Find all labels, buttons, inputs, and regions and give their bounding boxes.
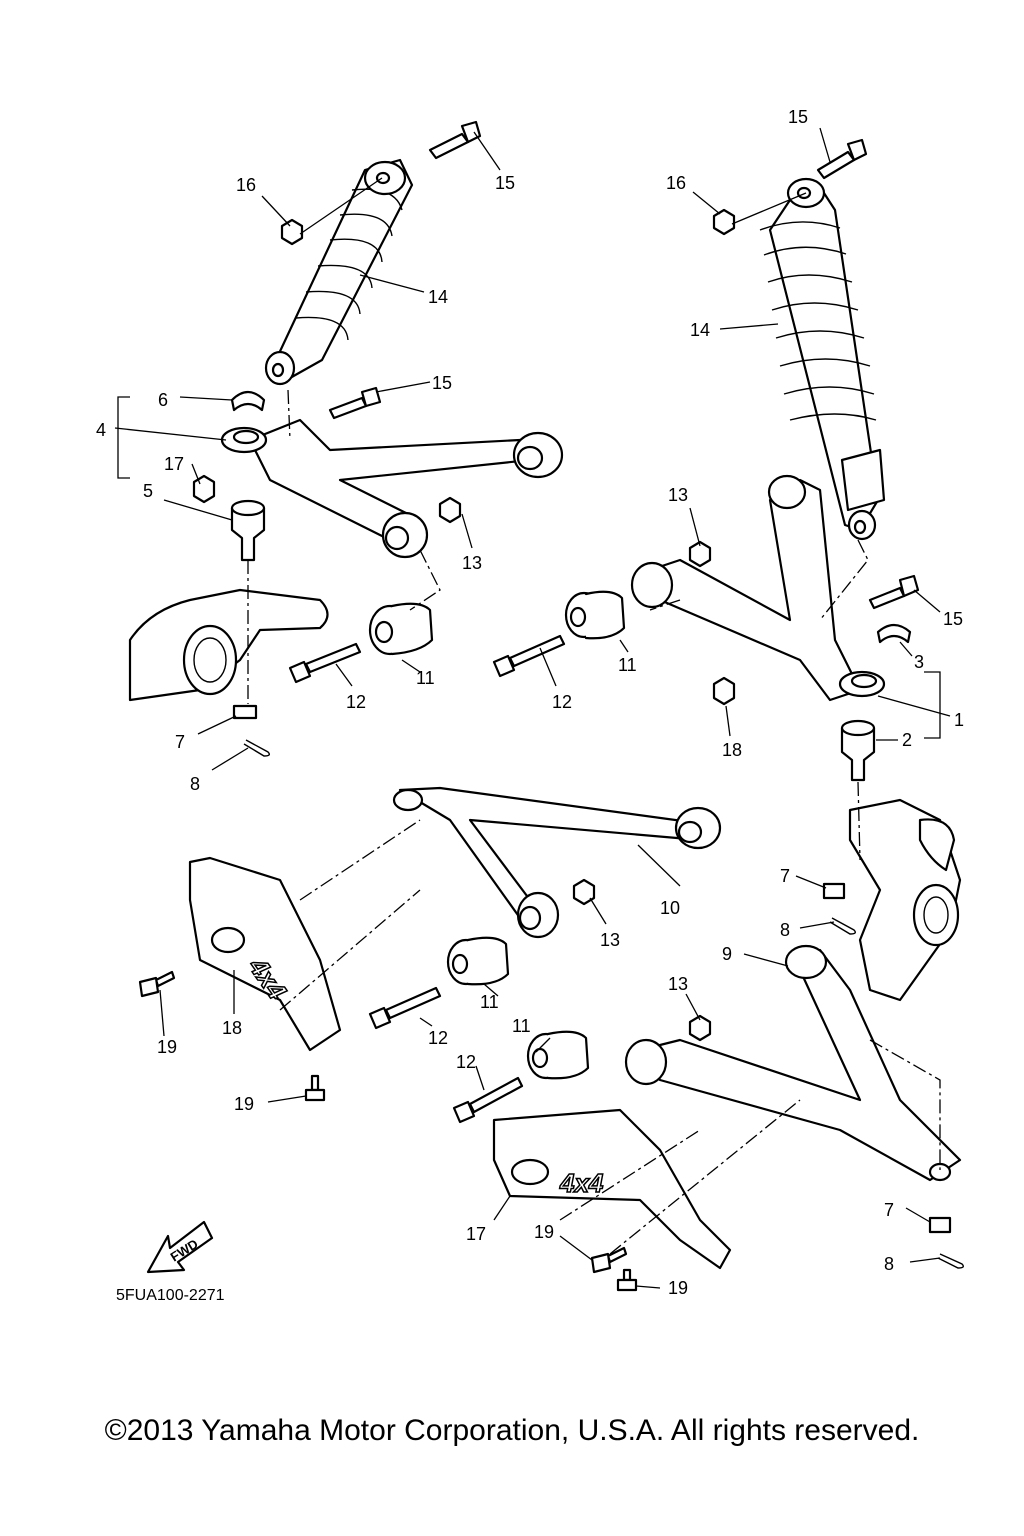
bolt-12-a [288,642,362,684]
lower-arm-9 [624,944,962,1182]
bushing-11-d [526,1030,590,1080]
shock-bolt-upper-right [816,138,868,180]
callout-12: 12 [456,1052,476,1072]
bolt-12-b [492,634,566,678]
lower-arm-10 [392,786,722,939]
screw-19-c [590,1246,628,1274]
callout-19: 19 [157,1037,177,1057]
callout-18: 18 [222,1018,242,1038]
callout-7: 7 [884,1200,894,1220]
drawing-code: 5FUA100-2271 [116,1287,225,1304]
callout-15: 15 [788,107,808,127]
circlip-6 [230,390,266,412]
arm-guard-17: 4x4 [492,1108,732,1270]
callout-13: 13 [462,553,482,573]
nut-13-a [438,496,462,524]
assembly-lines [247,389,941,1255]
screw-19-a [138,970,176,998]
ball-joint-2 [840,719,876,782]
forward-direction-arrow: FWD [146,1220,214,1274]
nut-13-d [688,1014,712,1042]
nut-7-c [928,1216,952,1234]
bushing-11-b [564,590,626,640]
shock-absorber-left [264,158,414,386]
callout-5: 5 [143,481,153,501]
bolt-12-c [368,986,442,1030]
callout-10: 10 [660,898,680,918]
knuckle-right [848,798,962,1002]
callout-11: 11 [618,655,637,675]
callout-1: 1 [954,710,964,730]
screw-19-b [304,1074,326,1102]
callout-16: 17 [164,454,184,474]
nut-13-b [688,540,712,568]
callout-numbers: 16 15 14 15 6 4 17 5 13 11 12 7 8 15 16 … [96,107,964,1304]
callout-16: 16 [666,173,686,193]
callout-12: 12 [552,692,572,712]
callout-15: 15 [943,609,963,629]
callout-7: 7 [175,732,185,752]
shock-bolt-lower-left [328,386,382,420]
callout-19: 19 [534,1222,554,1242]
callout-13: 13 [668,974,688,994]
callout-11: 11 [480,992,499,1012]
shock-absorber-right [759,177,886,541]
callout-8: 8 [190,774,200,794]
shock-bolt-lower-right [868,574,920,610]
callout-14: 14 [690,320,710,340]
bolt-12-d [452,1076,524,1124]
callout-14: 14 [428,287,448,307]
callout-12: 12 [346,692,366,712]
callout-7: 7 [780,866,790,886]
circlip-3 [876,623,912,644]
callout-15: 15 [495,173,515,193]
arm-guard-18: 4x4 [188,856,342,1052]
nut-16-c [192,474,216,504]
callout-16: 16 [236,175,256,195]
callout-8: 8 [780,920,790,940]
callout-2: 2 [902,730,912,750]
callout-11: 11 [512,1016,531,1036]
nut-7-b [822,882,846,900]
nut-16-b [712,208,736,236]
cotter-pin-8-c [937,1253,965,1269]
shock-bolt-upper-left [428,120,482,160]
knuckle-left [128,588,329,702]
nut-7-a [232,704,258,720]
nut-13-c [572,878,596,906]
callout-17: 17 [466,1224,486,1244]
bushing-11-c [446,936,510,986]
upper-arm-left [220,418,564,559]
callout-8: 8 [884,1254,894,1274]
callout-4: 4 [96,420,106,440]
bushing-11-a [368,602,434,656]
guard-marking-17: 4x4 [559,1168,604,1198]
callout-15: 15 [432,373,452,393]
leader-lines [114,127,951,1289]
cotter-pin-8-b [829,917,857,935]
upper-arm-right [630,474,886,702]
screw-19-d [616,1268,638,1292]
callout-9: 9 [722,944,732,964]
callout-19: 19 [668,1278,688,1298]
callout-19: 19 [234,1094,254,1114]
nut-16-a [280,218,304,246]
ball-joint-5 [230,499,266,562]
callout-11: 11 [416,668,435,688]
copyright-notice: ©2013 Yamaha Motor Corporation, U.S.A. A… [104,1414,920,1447]
callout-3: 3 [914,652,924,672]
callout-13: 13 [600,930,620,950]
callout-12: 12 [428,1028,448,1048]
nut-16-d [712,676,736,706]
cotter-pin-8-a [243,739,271,757]
callout-16: 18 [722,740,742,760]
callout-13: 13 [668,485,688,505]
callout-6: 6 [158,390,168,410]
